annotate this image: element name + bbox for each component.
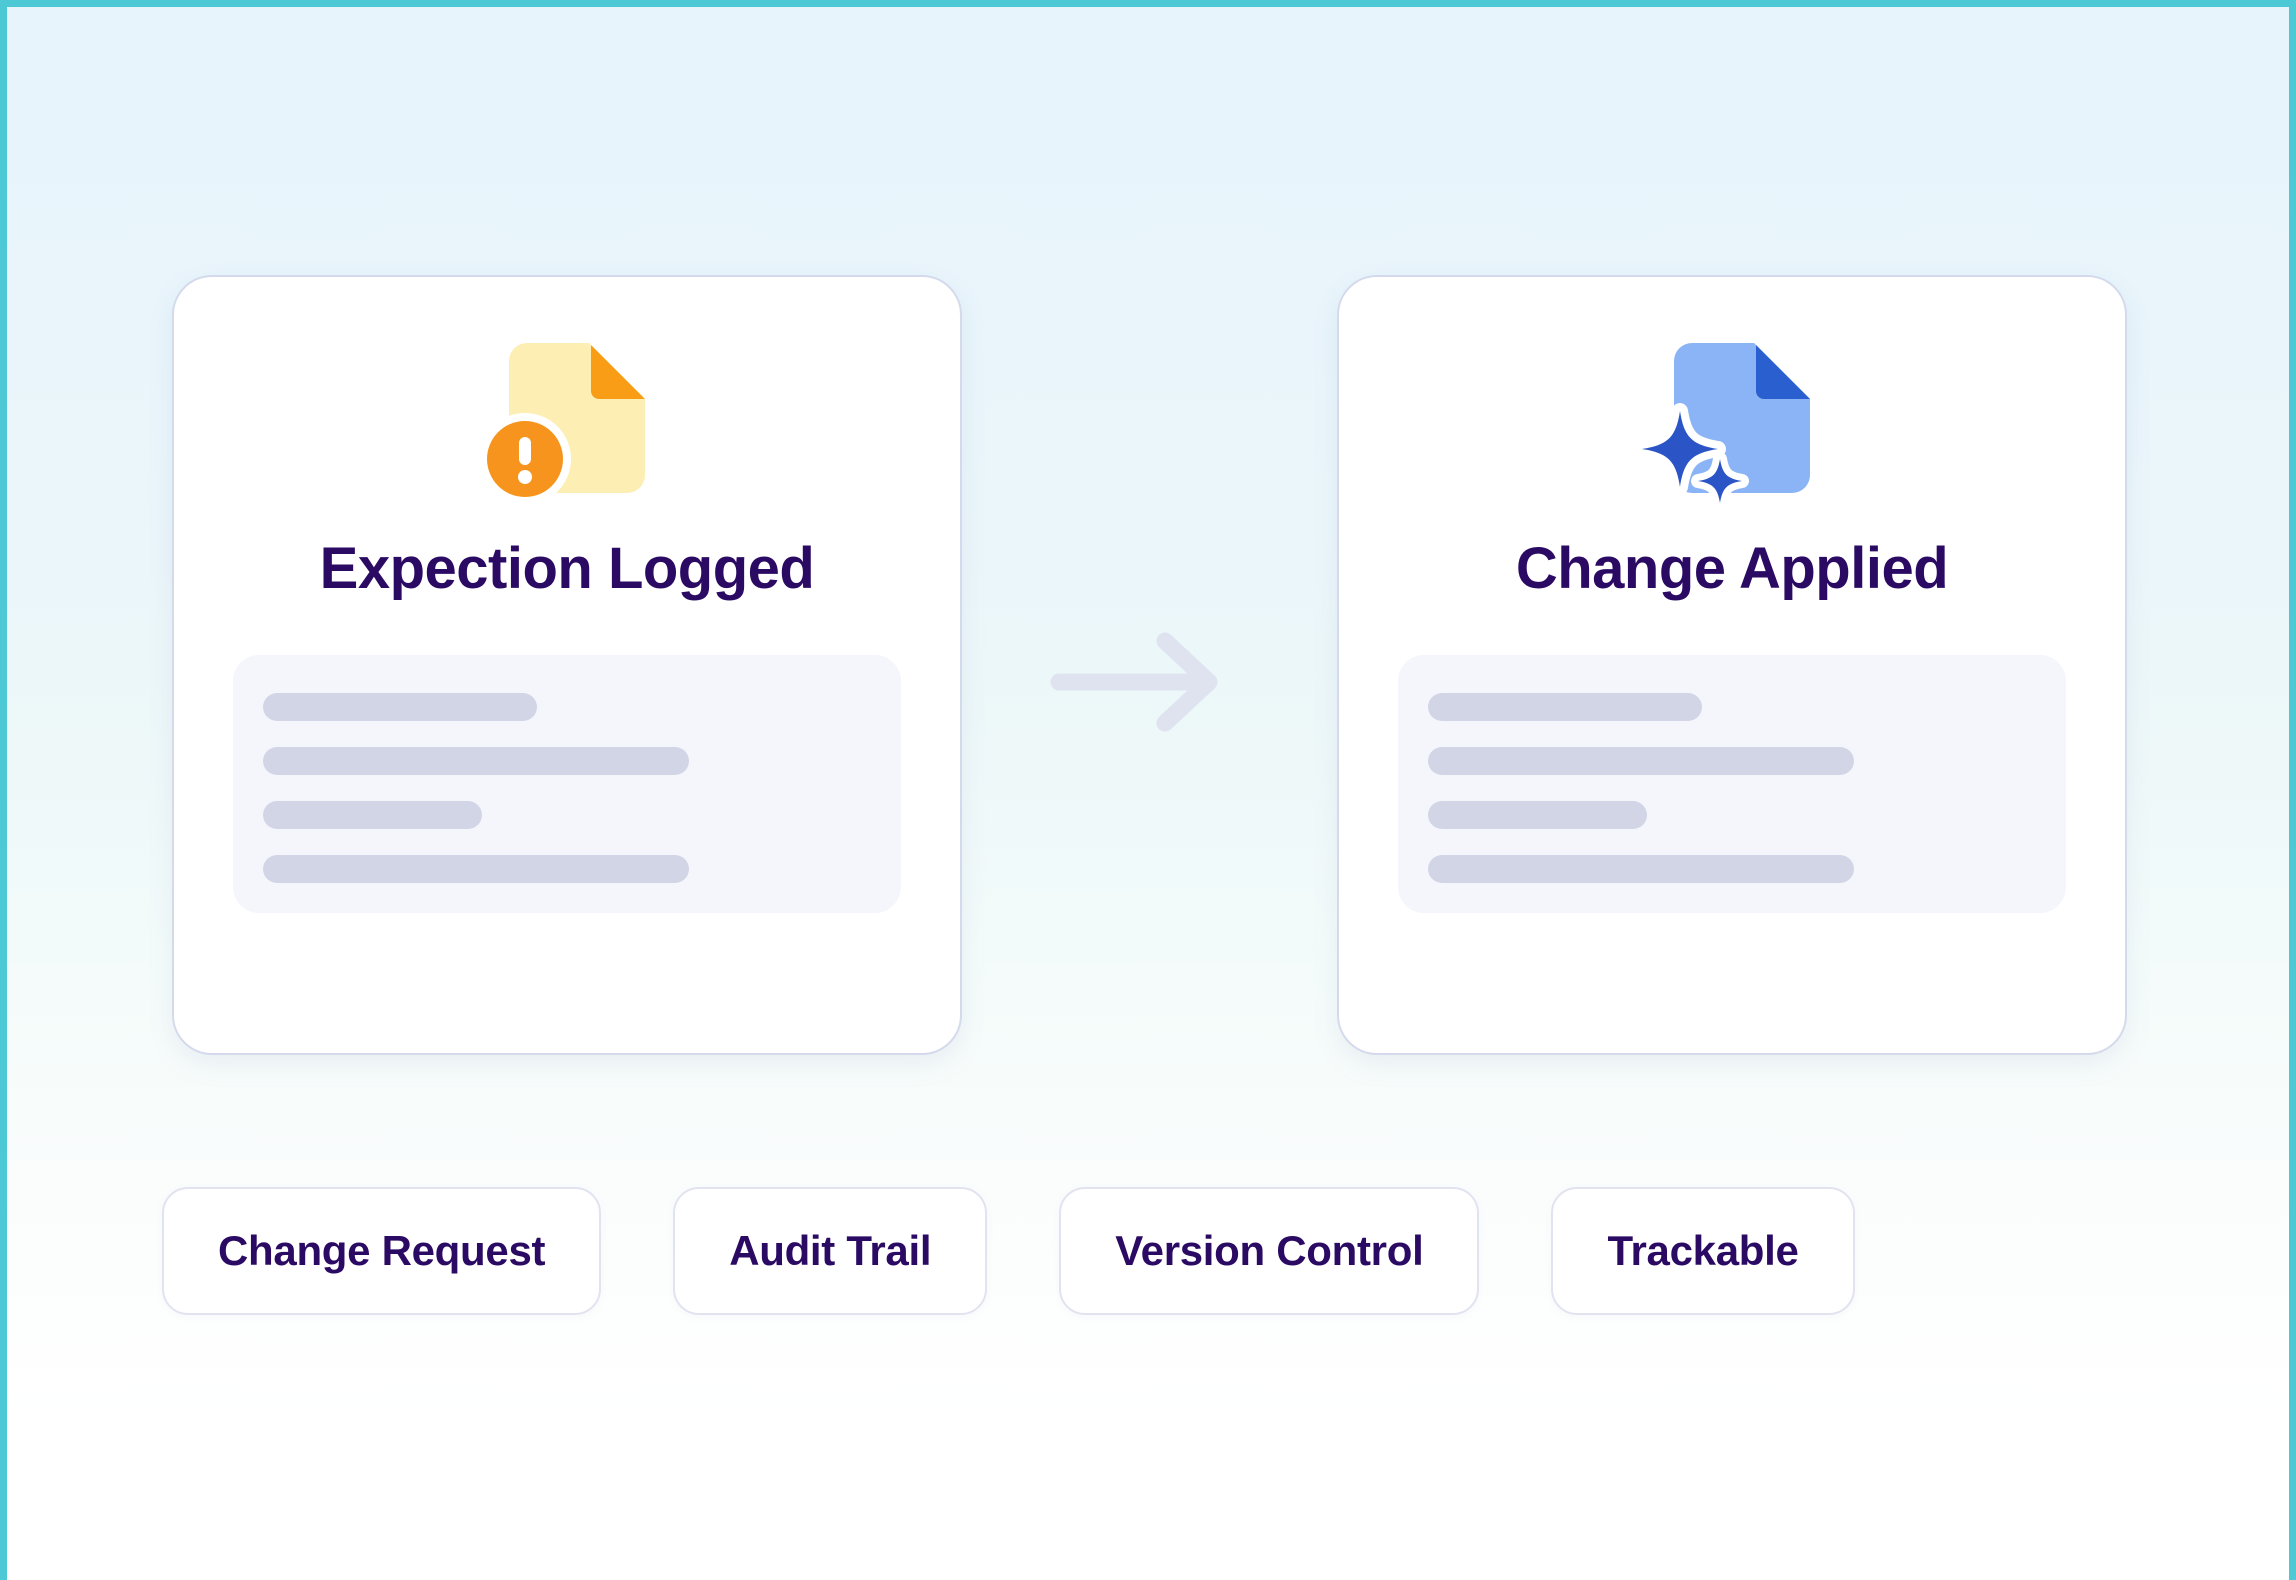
pill-label: Trackable (1607, 1227, 1799, 1274)
skeleton-bar (1428, 854, 1854, 883)
card-title: Expection Logged (319, 536, 815, 601)
diagram-stage: Expection Logged (7, 7, 2289, 1580)
skeleton-bar (263, 692, 537, 721)
skeleton-bar (1428, 800, 1647, 829)
pill-trackable[interactable]: Trackable (1551, 1187, 1855, 1315)
card-exception-logged[interactable]: Expection Logged (172, 275, 962, 1055)
pill-change-request[interactable]: Change Request (162, 1187, 602, 1315)
skeleton-bar (1428, 692, 1702, 721)
pill-label: Audit Trail (729, 1227, 932, 1274)
pill-label: Change Request (218, 1227, 546, 1274)
tag-pills-row: Change Request Audit Trail Version Contr… (162, 1187, 1855, 1315)
pill-audit-trail[interactable]: Audit Trail (673, 1187, 988, 1315)
skeleton-panel (1398, 654, 2066, 913)
card-change-applied[interactable]: Change Applied (1337, 275, 2127, 1055)
card-title: Change Applied (1515, 536, 1949, 601)
skeleton-bar (263, 800, 482, 829)
skeleton-bar (263, 746, 689, 775)
skeleton-bar (263, 854, 689, 883)
arrow-right-icon (1047, 627, 1237, 737)
warning-document-icon (457, 325, 677, 515)
skeleton-panel (233, 654, 901, 913)
pill-label: Version Control (1115, 1227, 1424, 1274)
cards-row: Expection Logged (7, 275, 2289, 1065)
sparkle-document-icon (1622, 325, 1842, 515)
pill-version-control[interactable]: Version Control (1059, 1187, 1480, 1315)
skeleton-bar (1428, 746, 1854, 775)
